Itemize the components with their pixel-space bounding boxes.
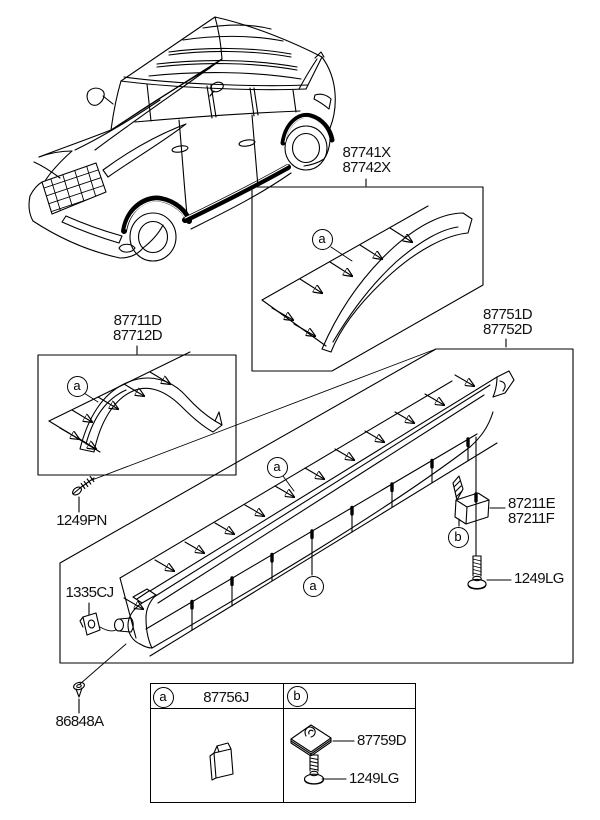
clip-1335cj-drawing <box>79 602 117 636</box>
screw-1249pn-label[interactable]: 1249PN <box>56 512 107 529</box>
pad-icon <box>290 724 332 756</box>
callout-b-bracket[interactable]: b <box>447 526 469 548</box>
side-sill-moulding-drawing <box>113 370 515 657</box>
callout-a-front-arch[interactable]: a <box>66 375 88 397</box>
car-illustration <box>28 16 336 262</box>
rear-arch-moulding-drawing <box>261 205 473 353</box>
screw-icon <box>303 754 325 785</box>
screw-1249pn-drawing <box>72 475 95 513</box>
callout-a-legend-header[interactable]: a <box>152 686 174 708</box>
callout-a-sill-upper[interactable]: a <box>266 456 288 478</box>
legend-column-divider <box>283 683 285 803</box>
sill-bracket-drawing <box>452 436 512 590</box>
legend-part-1249lg[interactable]: 1249LG <box>349 770 399 787</box>
screw-1249lg-label[interactable]: 1249LG <box>514 570 564 587</box>
callout-b-legend-header[interactable]: b <box>286 685 308 707</box>
clip-1335cj-label[interactable]: 1335CJ <box>65 584 114 601</box>
legend-part-87759d[interactable]: 87759D <box>357 732 407 749</box>
screw-86848a-drawing <box>73 643 127 714</box>
legend-part-87756j[interactable]: 87756J <box>203 689 249 706</box>
side-sill-part-label[interactable]: 87751D 87752D <box>483 306 533 338</box>
sill-bracket-part-label[interactable]: 87211E 87211F <box>508 495 556 527</box>
callout-a-sill-lower[interactable]: a <box>302 575 324 597</box>
front-arch-part-label[interactable]: 87711D 87712D <box>113 312 163 344</box>
callout-a-rear-arch[interactable]: a <box>311 228 333 250</box>
rear-arch-part-label[interactable]: 87741X 87742X <box>342 144 391 176</box>
legend-leaders <box>321 740 355 780</box>
front-arch-moulding-drawing <box>48 351 223 453</box>
sill-clip-studs <box>190 437 470 631</box>
detail-boxes <box>37 178 574 664</box>
screw-86848a-label[interactable]: 86848A <box>55 713 104 730</box>
clip-icon <box>209 742 234 781</box>
